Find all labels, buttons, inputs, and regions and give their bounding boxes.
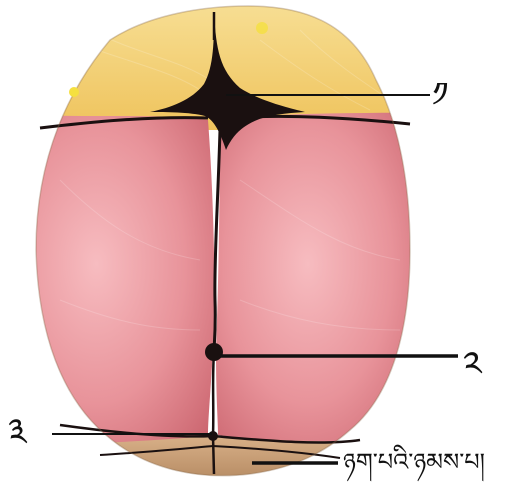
label-3: ༣ — [8, 415, 27, 451]
label-occipital-text: ཉག་པའི་ཉམས་པ། — [343, 450, 485, 474]
lower-sagittal-suture — [213, 352, 214, 474]
label-2: ༢ — [463, 348, 482, 384]
highlight-mark — [256, 22, 268, 34]
left-parietal-bone — [0, 112, 214, 450]
posterior-fontanelle — [205, 343, 223, 361]
highlight-mark — [69, 87, 79, 97]
label-1: ༡ — [432, 78, 448, 112]
lambda-point — [208, 431, 218, 441]
right-parietal-bone — [216, 112, 420, 450]
